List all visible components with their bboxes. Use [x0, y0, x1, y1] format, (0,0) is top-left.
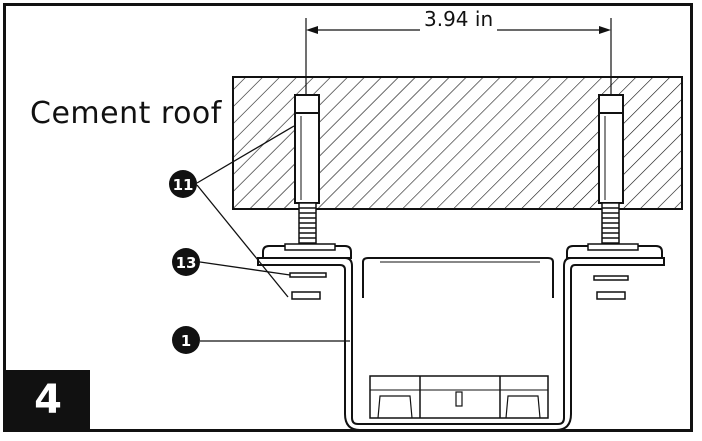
washer-right: [566, 243, 663, 259]
step-number-badge: 4: [6, 370, 90, 430]
callout-11: 11: [169, 170, 197, 198]
dimension-label: 3.94 in: [420, 7, 498, 31]
callout-1-label: 1: [181, 332, 191, 350]
anchor-bolt-left: [294, 94, 320, 244]
anchor-bolt-right: [598, 94, 624, 244]
callout-13-label: 13: [176, 254, 197, 272]
callout-1: 1: [172, 326, 200, 354]
callout-13: 13: [172, 248, 200, 276]
washer-left: [262, 243, 352, 259]
cement-roof-label: Cement roof: [30, 96, 222, 131]
callout-11-label: 11: [173, 176, 194, 194]
leader-lines: [196, 125, 350, 342]
mounting-bracket: [257, 257, 665, 431]
diagram-frame: [3, 3, 693, 432]
